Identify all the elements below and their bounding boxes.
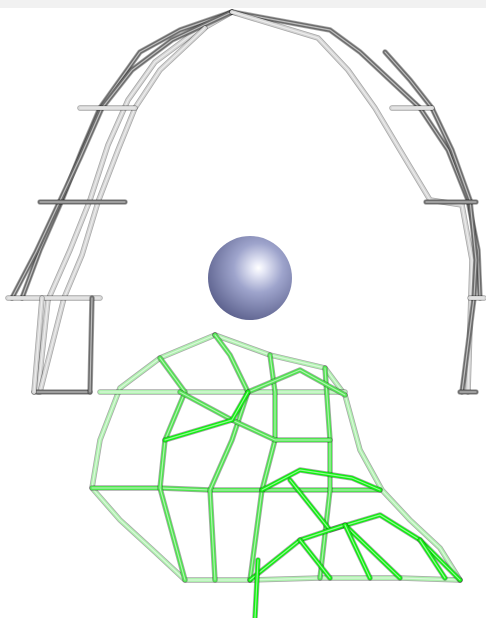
cage-strut-2-highlight: [12, 12, 232, 298]
grey-wireframe-cage: [8, 12, 484, 392]
mesh-edge-8: [180, 392, 330, 440]
mesh-edge-14-highlight: [345, 525, 370, 578]
mesh-edge-0: [92, 335, 460, 580]
cage-strut-2-outline: [12, 12, 232, 298]
cage-strut-0-highlight: [22, 12, 232, 298]
cage-strut-2: [12, 12, 232, 298]
green-wireframe-mesh: [92, 335, 460, 618]
cage-strut-0: [22, 12, 232, 298]
cage-strut-0-outline: [22, 12, 232, 298]
atom-sphere: [208, 236, 292, 320]
mesh-edge-5-outline: [210, 335, 248, 580]
